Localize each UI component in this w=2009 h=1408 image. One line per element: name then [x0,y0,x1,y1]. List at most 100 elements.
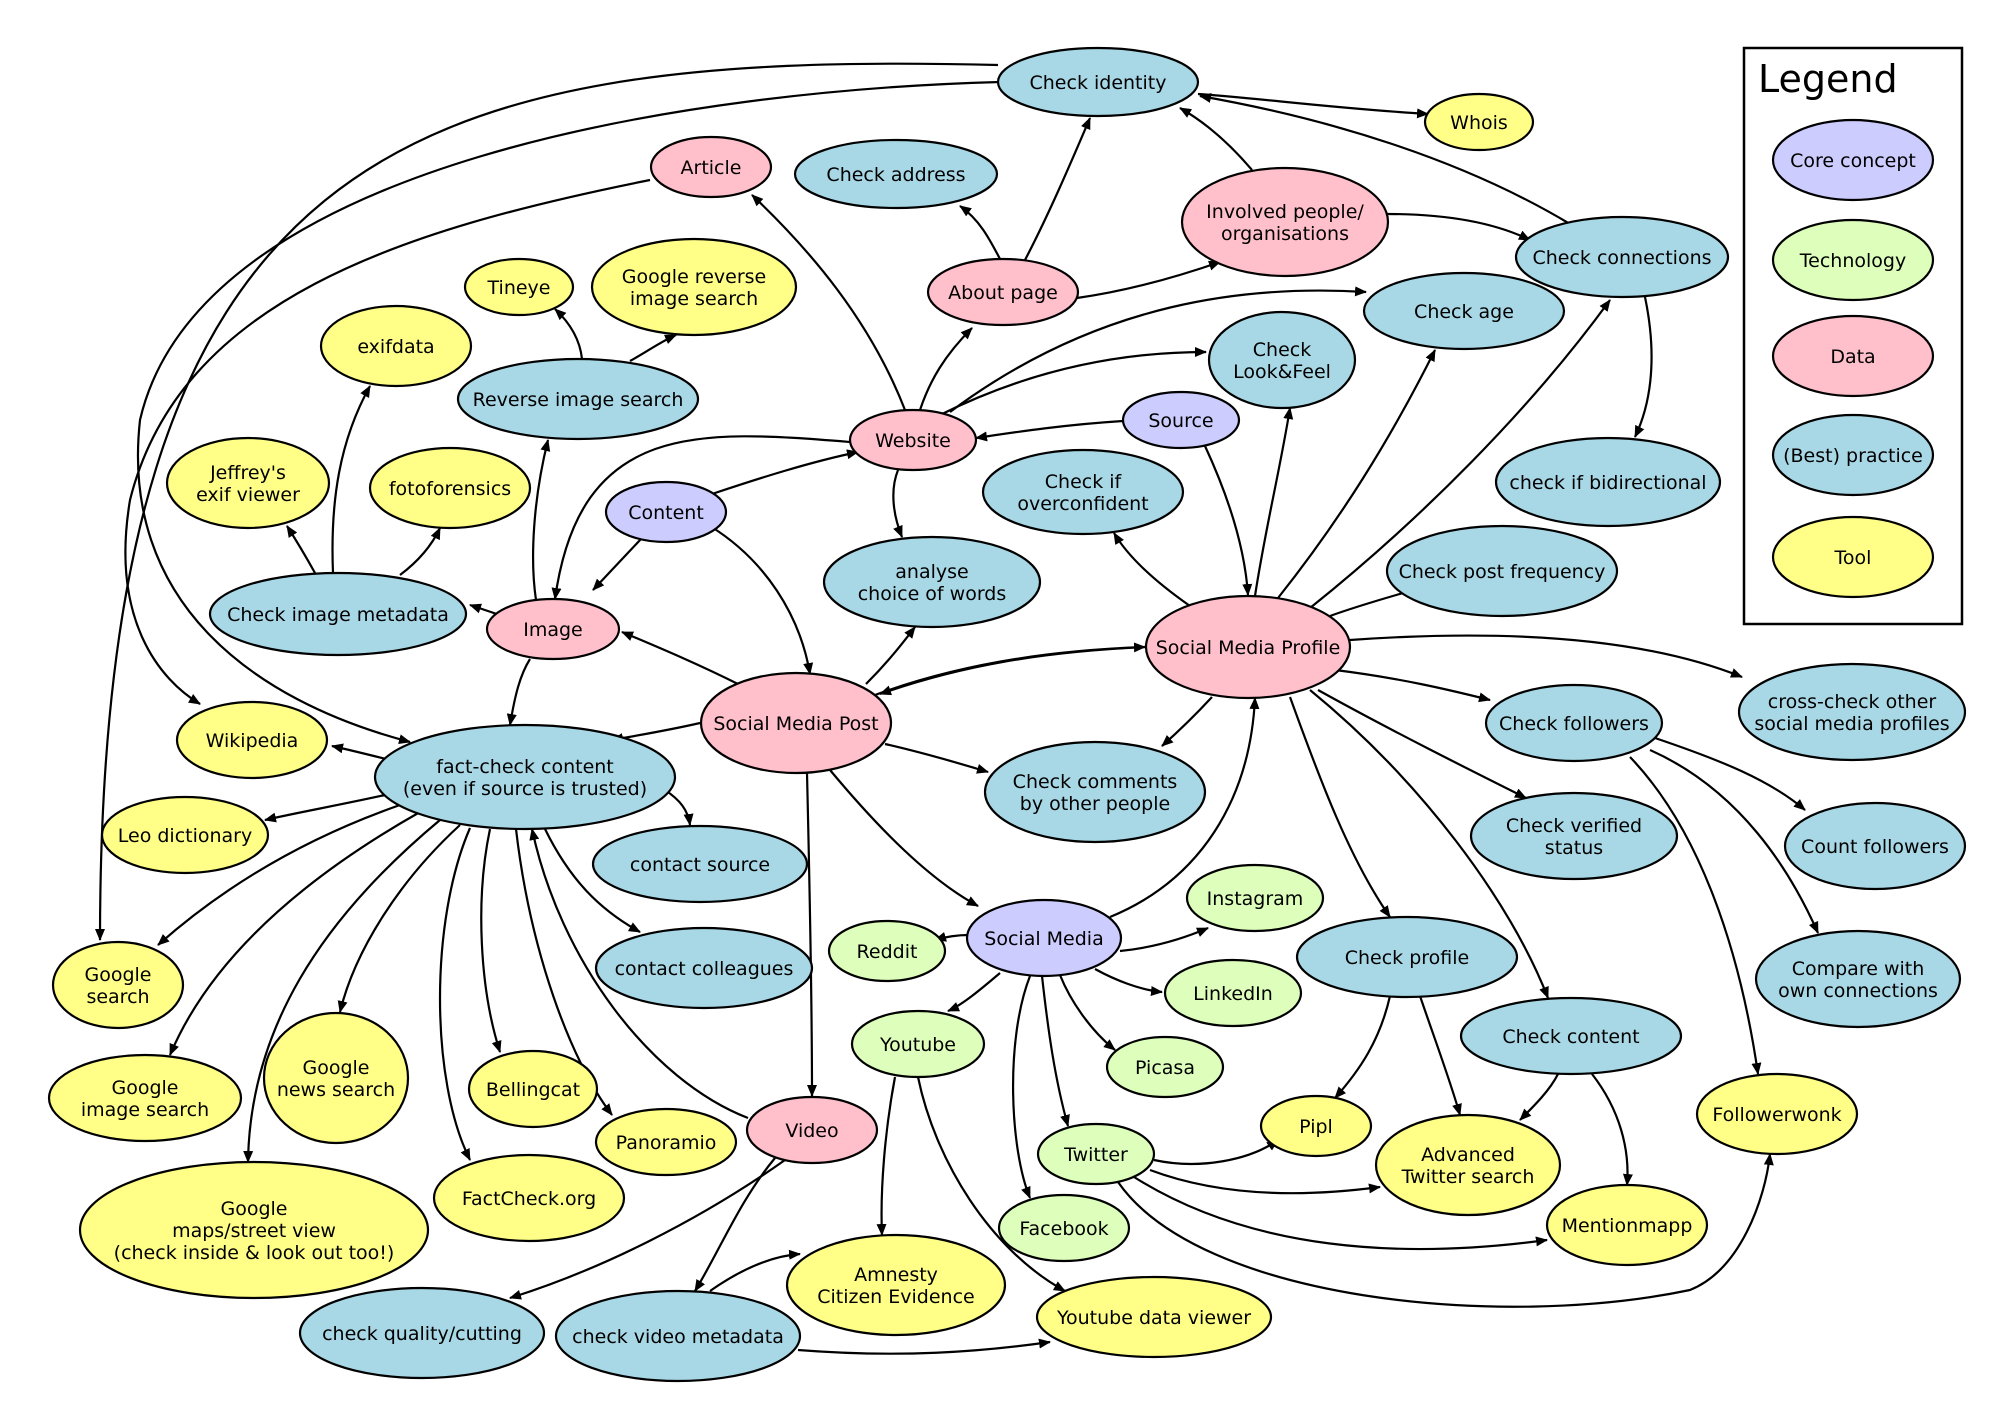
edges-layer [95,62,1820,1355]
node-label: Data [1830,346,1875,368]
node-label: Source [1148,410,1213,432]
node-ellipse [1514,215,1730,299]
node-label: Core concept [1790,150,1916,172]
node-label: Check identity [1030,72,1167,94]
node-label: search [86,986,149,1008]
node-label: Check address [826,164,965,186]
node-ellipse [1459,996,1683,1076]
node-label: analyse [895,561,968,583]
node-label: Social Media Profile [1156,637,1341,659]
legend-item-practice: (Best) practice [1771,413,1935,497]
edge-smprofile-to-check_followers [1334,668,1491,703]
node-label: Image [523,619,583,641]
edge-smprofile-to-check_comments [1161,696,1213,747]
node-whois: Whois [1423,92,1535,152]
edge-video-to-factcheck [529,828,749,1120]
edge-reverse_image-to-google_reverse [629,333,677,362]
node-label: Social Media [984,928,1103,950]
node-ellipse [1494,436,1722,528]
node-label: check if bidirectional [1509,472,1706,494]
node-leo: Leo dictionary [100,795,270,875]
edge-factcheck-to-google_search [157,803,401,946]
node-label: Youtube [879,1034,956,1056]
node-label: Check if [1045,471,1123,493]
node-label: Article [681,157,742,179]
edge-video-to-check_video_meta [694,1157,776,1292]
node-label: Panoramio [616,1132,717,1154]
node-label: contact source [630,854,770,876]
node-check_content: Check content [1459,996,1683,1076]
node-check_quality: check quality/cutting [298,1286,546,1380]
edge-source-to-website [975,419,1124,442]
node-ellipse [965,898,1123,978]
node-label: Mentionmapp [1562,1215,1693,1237]
edge-smprofile-to-check_connections [1309,299,1611,609]
node-label: Reverse image search [473,389,684,411]
node-ellipse [793,138,999,210]
edge-social_media-to-facebook [1012,975,1032,1199]
node-ellipse [78,1160,430,1300]
node-ellipse [456,357,700,441]
node-label: Count followers [1801,836,1949,858]
node-label: Check followers [1499,713,1649,735]
node-ellipse [1771,314,1935,398]
node-ellipse [699,671,893,775]
edge-twitter-to-mentionmapp [1133,1176,1548,1251]
node-label: Video [785,1120,838,1142]
legend-item-tool: Tool [1771,515,1935,599]
node-ellipse [1695,1072,1859,1156]
edge-factcheck-to-bellingcat [480,828,502,1053]
node-ellipse [996,46,1200,118]
node-ellipse [51,940,185,1030]
node-website: Website [848,408,978,472]
edge-twitter-to-pipl [1153,1139,1279,1166]
edge-twitter-to-adv_twitter [1149,1168,1381,1195]
edge-about_page-to-check_identity [1024,117,1092,261]
node-ellipse [208,571,468,657]
node-label: image search [81,1099,209,1121]
node-ellipse [822,535,1042,629]
node-label: exif viewer [196,484,300,506]
node-label: Google [302,1057,369,1079]
edge-youtube-to-amnesty [876,1076,897,1236]
node-label: LinkedIn [1193,983,1273,1005]
node-ellipse [47,1053,243,1143]
node-ellipse [983,740,1207,844]
node-ellipse [485,597,621,661]
node-label: Look&Feel [1233,361,1331,383]
node-ellipse [1754,929,1962,1029]
node-label: (check inside & look out too!) [114,1242,395,1264]
edge-website-to-analyse_words [892,469,904,538]
node-ellipse [926,257,1080,327]
node-ellipse [981,448,1185,536]
node-label: choice of words [858,583,1007,605]
edge-website-to-article [751,194,907,411]
node-label: overconfident [1017,493,1148,515]
edge-image-to-factcheck [506,658,531,726]
node-pipl: Pipl [1259,1094,1373,1158]
node-check_image_meta: Check image metadata [208,571,468,657]
node-label: Reddit [857,941,918,963]
edge-twitter-to-followerwonk [1117,1153,1774,1308]
node-ellipse [100,795,270,875]
node-label: social media profiles [1754,713,1949,735]
node-label: (even if source is trusted) [403,778,647,800]
edge-check_connections-to-check_bidirectional [1634,296,1653,438]
node-ellipse [1771,218,1935,302]
node-ellipse [463,257,575,317]
node-label: fotoforensics [389,478,511,500]
edge-factcheck-to-contact_colleagues [544,828,641,933]
node-involved: Involved people/organisations [1180,166,1390,278]
node-article: Article [649,135,773,199]
node-label: Google [84,964,151,986]
node-ellipse [165,436,331,530]
node-ellipse [368,446,532,530]
node-smpost: Social Media Post [699,671,893,775]
